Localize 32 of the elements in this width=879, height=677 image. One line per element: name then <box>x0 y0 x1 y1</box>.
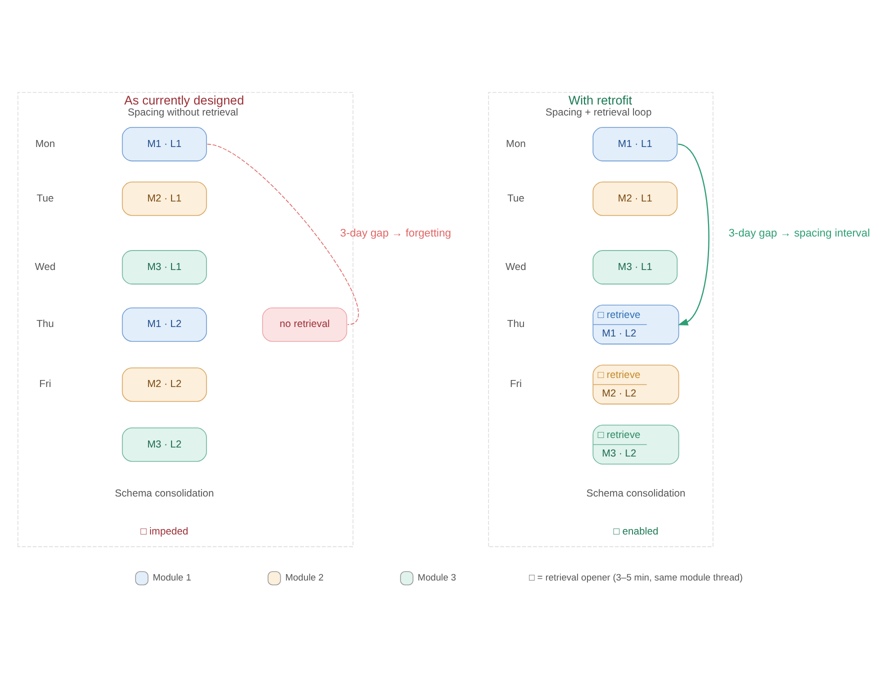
node-box: M1 · L1 <box>592 126 678 161</box>
connector <box>206 143 359 324</box>
label: □ = retrieval opener (3–5 min, same module thread) <box>529 572 743 582</box>
node-box: no retrieval <box>262 306 348 342</box>
label: Schema consolidation <box>114 488 214 499</box>
node-box: M3 · L1 <box>122 250 207 284</box>
node-box: M2 · L1 <box>122 181 207 216</box>
node-box: M1 · L1 <box>122 126 207 161</box>
edge-label: 3-day gap → forgetting <box>340 226 452 239</box>
node-box: M3 · L2 <box>122 426 207 462</box>
label: Mon <box>506 138 526 150</box>
node-box: M3 · L1 <box>592 250 678 284</box>
label: Thu <box>36 318 54 330</box>
label: Thu <box>507 318 525 330</box>
label: Wed <box>34 261 56 272</box>
legend-label: Module 3 <box>418 572 456 582</box>
arrow <box>678 143 710 325</box>
node-box: M2 · L1 <box>592 181 678 216</box>
label: □ enabled <box>613 526 658 538</box>
label: □ impeded <box>140 526 188 538</box>
label: Schema consolidation <box>586 488 686 499</box>
node-box: M2 · L2 <box>122 366 207 402</box>
label: Wed <box>506 261 526 272</box>
label: Mon <box>35 138 56 150</box>
legend-label: Module 1 <box>152 572 192 582</box>
legend-label: Module 2 <box>285 572 324 582</box>
edge-label: 3-day gap → spacing interval <box>728 226 870 239</box>
label: Fri <box>39 378 52 390</box>
node-box: M1 · L2 <box>122 306 207 342</box>
label: Tue <box>36 192 54 204</box>
label: Tue <box>507 192 524 204</box>
label: Fri <box>510 378 522 390</box>
